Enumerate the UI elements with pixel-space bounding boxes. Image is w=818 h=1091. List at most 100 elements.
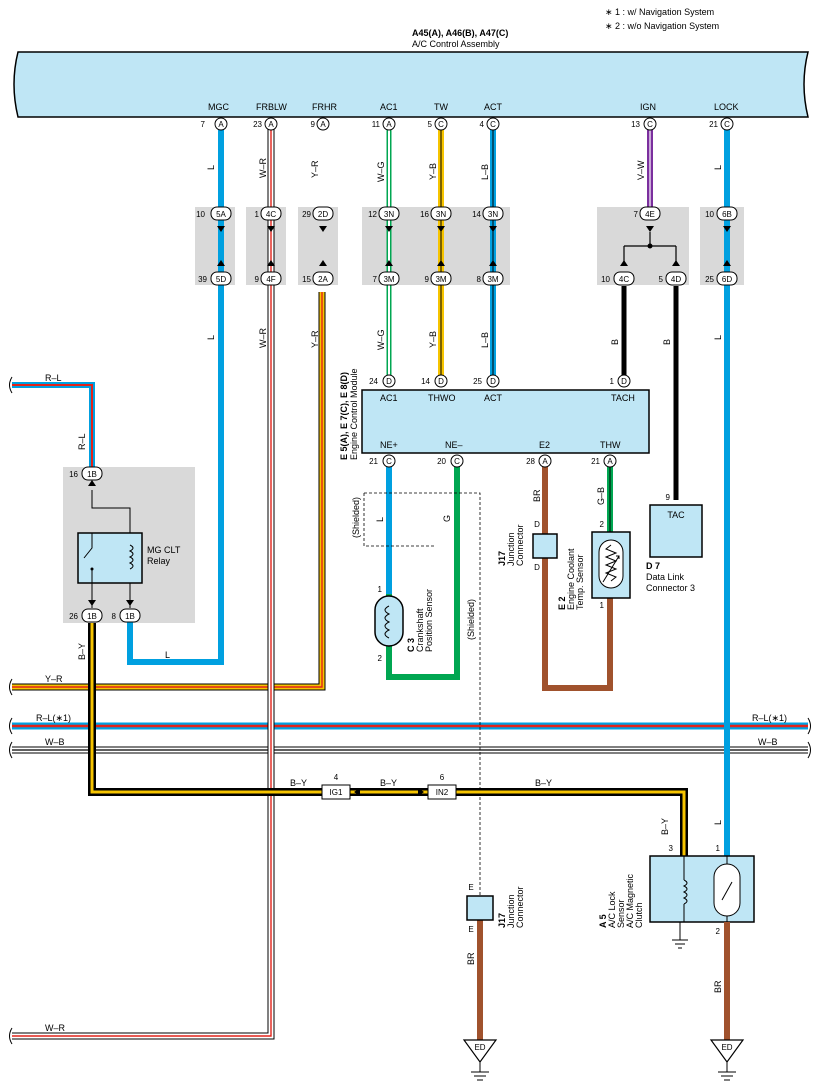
wire-mgc xyxy=(127,126,224,665)
junction-4d: 5 4D B xyxy=(659,271,687,345)
svg-text:W–G: W–G xyxy=(376,161,386,182)
svg-text:26: 26 xyxy=(69,612,78,621)
svg-text:3M: 3M xyxy=(435,275,446,284)
ac-clutch-name-3: A/C Magnetic xyxy=(625,873,635,928)
svg-text:B: B xyxy=(610,339,620,345)
svg-text:AC1: AC1 xyxy=(380,393,398,403)
ground-ed-right: ED xyxy=(709,1039,745,1081)
svg-text:7: 7 xyxy=(373,275,378,284)
wire-label-clutch-br: BR xyxy=(713,980,723,993)
svg-text:C: C xyxy=(454,457,460,466)
svg-text:NE+: NE+ xyxy=(380,440,398,450)
ign-split-node xyxy=(647,243,653,249)
svg-text:25: 25 xyxy=(705,275,714,284)
junction-lock: 10 6B 25 6D L xyxy=(705,206,738,340)
svg-text:20: 20 xyxy=(437,457,446,466)
wire-label-relay-rl: R–L xyxy=(77,433,87,450)
svg-text:C: C xyxy=(724,120,730,129)
svg-text:15: 15 xyxy=(302,275,311,284)
shield-marks xyxy=(363,492,481,1066)
ac-clutch-name-4: Clutch xyxy=(634,902,644,928)
shielded-label-1: (Shielded) xyxy=(351,497,361,538)
ac-terminal-act: ACT 4 C L–B xyxy=(480,102,503,180)
ac-magnetic-clutch: 3 1 2 B–Y L xyxy=(649,818,755,949)
wire-label-relay-by: B–Y xyxy=(77,643,87,660)
svg-text:21: 21 xyxy=(369,457,378,466)
relay-terminal-bottom-left: 26 1B xyxy=(69,608,103,623)
svg-text:B: B xyxy=(662,339,672,345)
svg-text:FRHR: FRHR xyxy=(312,102,337,112)
svg-text:LOCK: LOCK xyxy=(714,102,739,112)
note-2: ∗ 2 : w/o Navigation System xyxy=(605,21,719,31)
svg-text:2: 2 xyxy=(716,927,721,936)
coolant-code: E 2 xyxy=(557,596,567,610)
svg-text:1: 1 xyxy=(255,210,260,219)
wire-label-rl1-right: R–L(∗1) xyxy=(752,713,787,723)
svg-text:E: E xyxy=(468,883,473,892)
svg-text:1B: 1B xyxy=(125,612,135,621)
svg-text:1: 1 xyxy=(610,377,615,386)
ac-control-assembly-box xyxy=(13,51,809,118)
svg-text:TW: TW xyxy=(434,102,448,112)
svg-text:V–W: V–W xyxy=(636,160,646,180)
svg-text:C: C xyxy=(438,120,444,129)
svg-text:A: A xyxy=(542,457,548,466)
svg-text:E: E xyxy=(468,925,473,934)
svg-text:7: 7 xyxy=(634,210,639,219)
svg-text:13: 13 xyxy=(631,120,640,129)
svg-text:4F: 4F xyxy=(266,275,275,284)
ac-clutch-code: A 5 xyxy=(598,914,608,928)
svg-text:10: 10 xyxy=(705,210,714,219)
ecm-terminal-act: 25 D ACT xyxy=(473,374,503,403)
j17-bottom-name-2: Connector xyxy=(515,886,525,928)
wire-label-by-1: B–Y xyxy=(290,778,307,788)
svg-text:A: A xyxy=(268,120,274,129)
svg-text:28: 28 xyxy=(526,457,535,466)
dlc-name-2: Connector 3 xyxy=(646,583,695,593)
svg-text:9: 9 xyxy=(255,275,260,284)
wire-label-rl-top: R–L xyxy=(45,373,62,383)
svg-text:THW: THW xyxy=(600,440,621,450)
crankshaft-sensor: 1 2 xyxy=(374,585,404,663)
svg-text:D: D xyxy=(490,377,496,386)
inline-connector-ig1: IG1 4 xyxy=(321,773,351,800)
svg-text:D: D xyxy=(534,563,540,572)
wire-rl-top xyxy=(12,382,95,468)
svg-text:24: 24 xyxy=(369,377,378,386)
svg-text:23: 23 xyxy=(253,120,262,129)
svg-text:L: L xyxy=(375,517,385,522)
ecm-name: Engine Control Module xyxy=(349,368,359,460)
svg-text:14: 14 xyxy=(421,377,430,386)
wire-label-yr: Y–R xyxy=(45,674,63,684)
svg-text:A: A xyxy=(320,120,326,129)
svg-text:4C: 4C xyxy=(266,210,276,219)
relay-name-2: Relay xyxy=(147,556,171,566)
svg-text:3M: 3M xyxy=(487,275,498,284)
svg-text:2: 2 xyxy=(378,654,383,663)
svg-text:D: D xyxy=(534,520,540,529)
svg-text:L–B: L–B xyxy=(480,164,490,180)
svg-text:A: A xyxy=(386,120,392,129)
wire-by xyxy=(88,623,688,856)
wire-label-wb-right: W–B xyxy=(758,737,778,747)
svg-text:E2: E2 xyxy=(539,440,550,450)
svg-text:29: 29 xyxy=(302,210,311,219)
j17-top-code: J17 xyxy=(497,551,507,566)
svg-text:5: 5 xyxy=(428,120,433,129)
svg-text:3: 3 xyxy=(669,844,674,853)
svg-text:9: 9 xyxy=(311,120,316,129)
svg-text:1: 1 xyxy=(600,601,605,610)
j17-top-name-2: Connector xyxy=(515,524,525,566)
dlc-name-1: Data Link xyxy=(646,572,685,582)
svg-text:2: 2 xyxy=(600,520,605,529)
ecm-terminal-ne-minus: NE– 20 C G xyxy=(437,440,464,522)
ac-terminal-ign: IGN 13 C V–W xyxy=(631,102,657,180)
svg-text:4E: 4E xyxy=(645,210,655,219)
svg-text:W–R: W–R xyxy=(258,328,268,349)
ac-clutch-name-1: A/C Lock xyxy=(607,891,617,928)
ac-terminal-tw: TW 5 C Y–B xyxy=(428,102,449,180)
ecm-terminal-ne-plus: NE+ 21 C L xyxy=(369,440,398,522)
svg-text:C: C xyxy=(490,120,496,129)
relay-name-1: MG CLT xyxy=(147,545,181,555)
